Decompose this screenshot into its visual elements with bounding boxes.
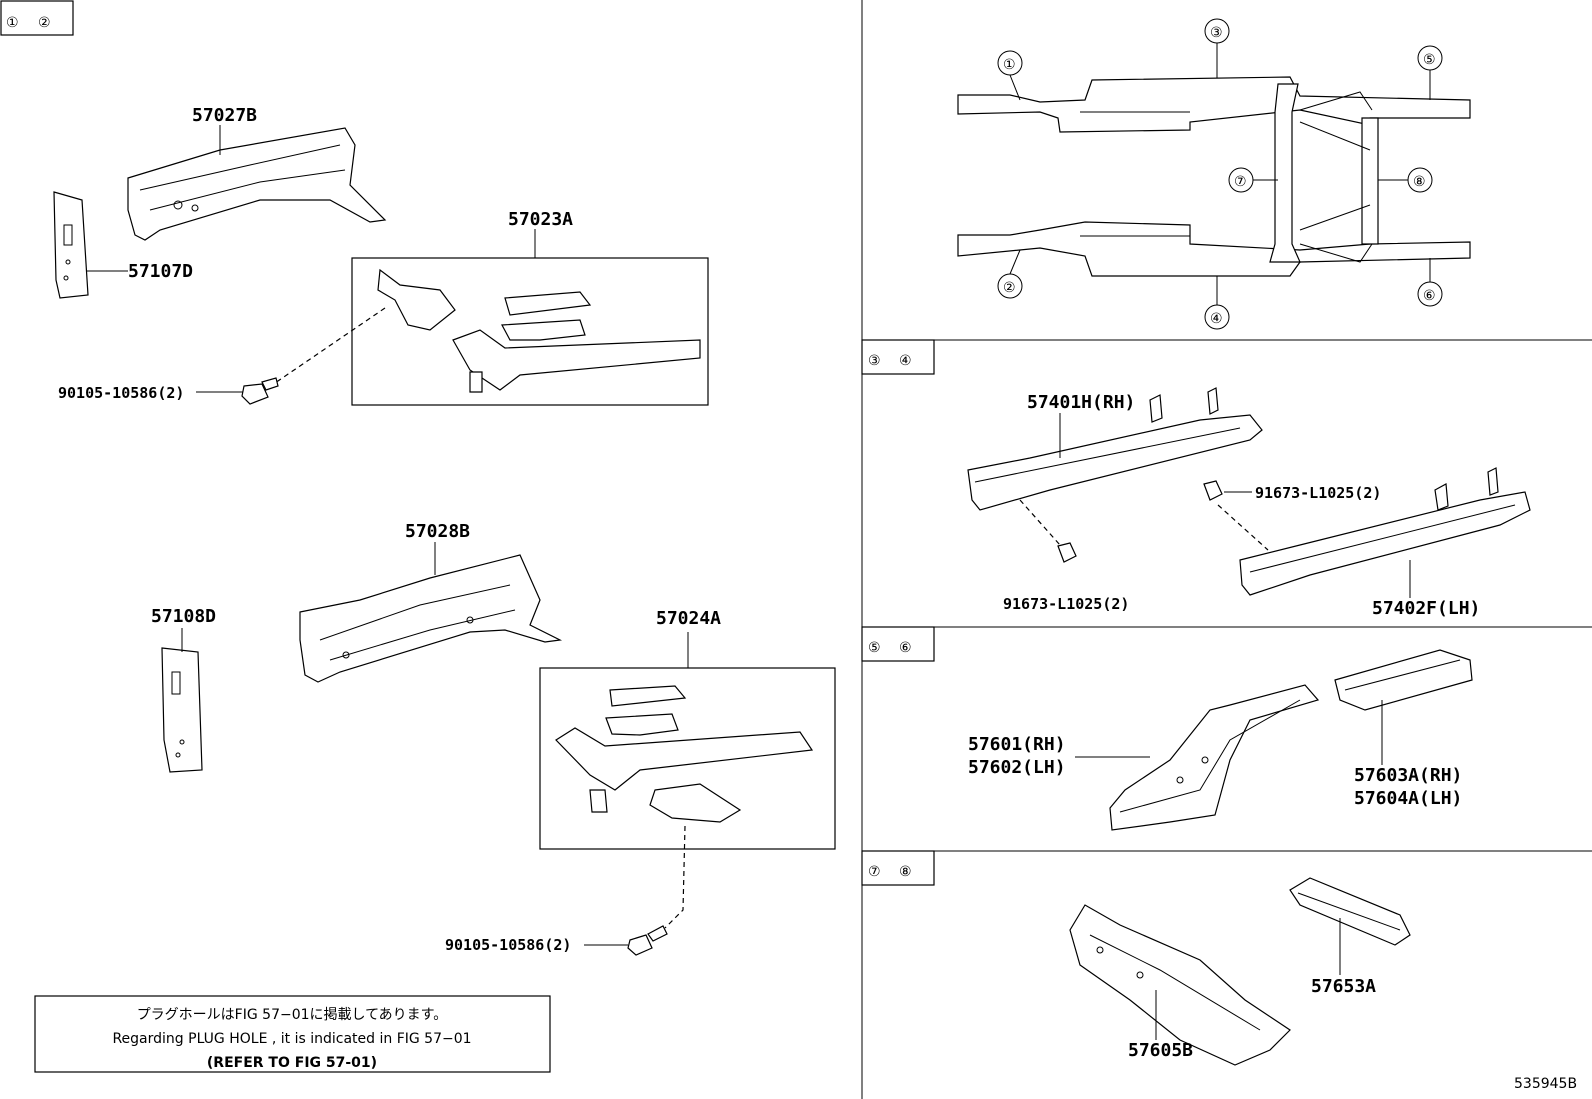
label-bolt-91673-a: 91673-L1025(2) — [1003, 595, 1129, 613]
part-57107D-drawing — [53, 191, 89, 299]
part-57605B-drawing — [1069, 904, 1291, 1066]
label-57023A: 57023A — [508, 209, 573, 230]
label-57402F: 57402F(LH) — [1372, 598, 1480, 619]
svg-text:⑧: ⑧ — [899, 864, 912, 880]
label-57024A: 57024A — [656, 608, 721, 629]
label-57107D: 57107D — [128, 261, 193, 282]
label-57604A: 57604A(LH) — [1354, 788, 1462, 809]
part-57401H-drawing — [967, 387, 1263, 511]
svg-text:③: ③ — [868, 353, 881, 369]
label-57601: 57601(RH) — [968, 734, 1066, 755]
bolt-91673-a-drawing — [1019, 499, 1077, 563]
svg-text:①: ① — [6, 15, 19, 31]
note-line3: (REFER TO FIG 57-01) — [207, 1055, 377, 1071]
label-57028B: 57028B — [405, 521, 470, 542]
svg-text:②: ② — [1003, 280, 1016, 296]
box-57024A — [539, 632, 836, 850]
section-tag-34: ③ ④ — [861, 339, 935, 375]
svg-text:④: ④ — [1210, 311, 1223, 327]
note-box: プラグホールはFIG 57−01に掲載してあります。 Regarding PLU… — [34, 995, 551, 1073]
part-57601-drawing — [1109, 684, 1320, 831]
svg-text:③: ③ — [1210, 25, 1223, 41]
part-57027B-drawing — [127, 127, 387, 241]
svg-text:⑦: ⑦ — [1234, 174, 1247, 190]
part-57028B-drawing — [299, 554, 563, 683]
bolt-lower-drawing — [627, 825, 686, 956]
svg-text:④: ④ — [899, 353, 912, 369]
svg-text:②: ② — [38, 15, 51, 31]
part-57653A-drawing — [1289, 877, 1411, 946]
overview-callouts: ① ② ③ ④ ⑤ ⑥ ⑦ ⑧ — [997, 18, 1443, 330]
label-57605B: 57605B — [1128, 1040, 1193, 1061]
label-57401H: 57401H(RH) — [1027, 392, 1135, 413]
section-tag-78: ⑦ ⑧ — [861, 850, 935, 886]
label-57602: 57602(LH) — [968, 757, 1066, 778]
label-bolt-91673-b: 91673-L1025(2) — [1255, 484, 1381, 502]
svg-text:⑦: ⑦ — [868, 864, 881, 880]
figure-id: 535945B — [1514, 1076, 1577, 1092]
frame-overview — [957, 76, 1471, 277]
note-line1: プラグホールはFIG 57−01に掲載してあります。 — [137, 1007, 448, 1023]
note-line2: Regarding PLUG HOLE , it is indicated in… — [112, 1031, 471, 1047]
svg-text:⑤: ⑤ — [1423, 52, 1436, 68]
svg-text:①: ① — [1003, 57, 1016, 73]
label-57108D: 57108D — [151, 606, 216, 627]
part-57402F-drawing — [1239, 467, 1531, 596]
label-57653A: 57653A — [1311, 976, 1376, 997]
svg-text:⑤: ⑤ — [868, 640, 881, 656]
box-57023A — [351, 229, 709, 406]
svg-text:⑥: ⑥ — [1423, 288, 1436, 304]
bolt-91673-b-drawing — [1203, 480, 1269, 551]
section-tag-12: ① ② — [0, 0, 74, 36]
part-57108D-drawing — [161, 647, 203, 773]
svg-text:⑧: ⑧ — [1413, 174, 1426, 190]
part-57603A-drawing — [1334, 649, 1473, 711]
bolt-upper-drawing — [241, 307, 386, 405]
label-57603A: 57603A(RH) — [1354, 765, 1462, 786]
label-57027B: 57027B — [192, 105, 257, 126]
svg-text:⑥: ⑥ — [899, 640, 912, 656]
label-bolt-upper: 90105-10586(2) — [58, 384, 184, 402]
section-tag-56: ⑤ ⑥ — [861, 626, 935, 662]
label-bolt-lower: 90105-10586(2) — [445, 936, 571, 954]
